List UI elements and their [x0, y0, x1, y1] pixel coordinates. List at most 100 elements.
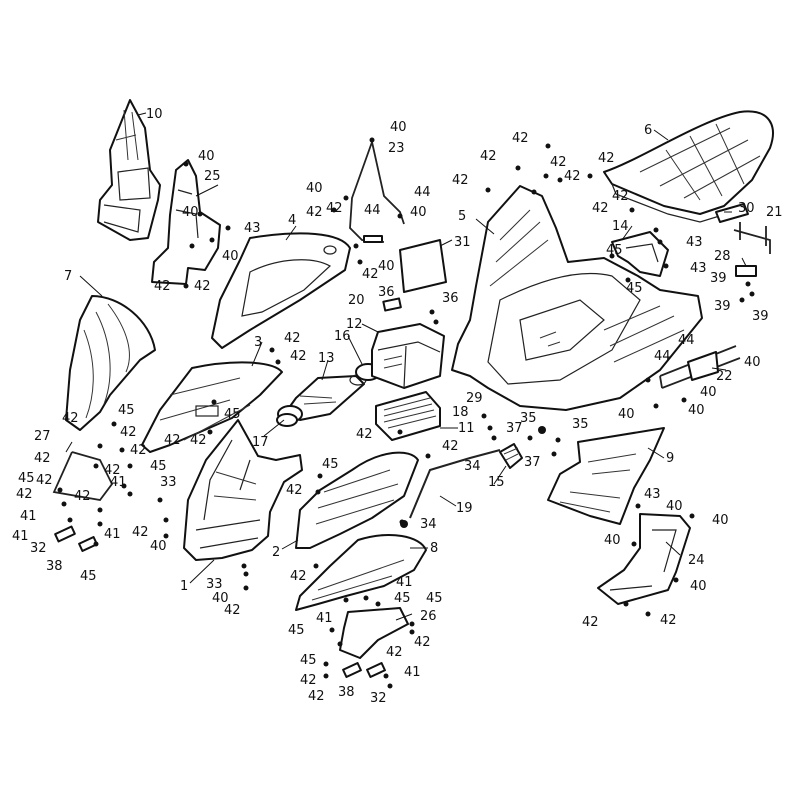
callout-42-f: 42 — [452, 173, 469, 188]
callout-7: 7 — [64, 269, 72, 284]
callout-40-q: 40 — [690, 579, 707, 594]
callout-36-a: 36 — [378, 285, 395, 300]
callout-43-d: 43 — [644, 487, 661, 502]
callout-42-t: 42 — [104, 463, 121, 478]
callout-38-left: 38 — [46, 559, 63, 574]
callout-18: 18 — [452, 405, 469, 420]
callout-21: 21 — [766, 205, 783, 220]
part-22-rod-bracket — [659, 345, 741, 389]
callout-45-g: 45 — [80, 569, 97, 584]
callout-40-h: 40 — [744, 355, 761, 370]
callout-43-a: 43 — [244, 221, 261, 236]
callout-13: 13 — [318, 351, 335, 366]
callout-29: 29 — [466, 391, 483, 406]
callout-45-b: 45 — [626, 281, 643, 296]
callout-45-l: 45 — [300, 653, 317, 668]
leader-lines — [65, 112, 747, 621]
callout-42-l: 42 — [194, 279, 211, 294]
callout-19: 19 — [456, 501, 473, 516]
callout-42-ad: 42 — [386, 645, 403, 660]
callout-30: 30 — [738, 201, 755, 216]
callout-42-af: 42 — [308, 689, 325, 704]
callout-40-g: 40 — [378, 259, 395, 274]
callout-10: 10 — [146, 107, 163, 122]
callout-1: 1 — [180, 579, 188, 594]
callout-42-i: 42 — [306, 205, 323, 220]
fasteners-layer — [57, 137, 755, 689]
callout-32-bottom: 32 — [370, 691, 387, 706]
callout-42-d: 42 — [598, 151, 615, 166]
part-25-bracket — [151, 159, 221, 285]
callout-35-a: 35 — [520, 411, 537, 426]
callout-42-aa: 42 — [290, 569, 307, 584]
callout-40-f: 40 — [222, 249, 239, 264]
callout-42-u: 42 — [16, 487, 33, 502]
callout-39-a: 39 — [710, 271, 727, 286]
callout-40-l: 40 — [150, 539, 167, 554]
callout-8: 8 — [430, 541, 438, 556]
callout-42-w: 42 — [132, 525, 149, 540]
callout-41-e: 41 — [396, 575, 413, 590]
callout-40-j: 40 — [618, 407, 635, 422]
callout-40-d: 40 — [182, 205, 199, 220]
callout-16: 16 — [334, 329, 351, 344]
callout-36-b: 36 — [442, 291, 459, 306]
callout-42-j: 42 — [362, 267, 379, 282]
callout-44-c: 44 — [678, 333, 695, 348]
part-4-front-cover — [211, 232, 351, 349]
callout-41-f: 41 — [316, 611, 333, 626]
callout-42-ah: 42 — [660, 613, 677, 628]
callout-43-b: 43 — [686, 235, 703, 250]
callout-42-r: 42 — [190, 433, 207, 448]
callout-40-e: 40 — [410, 205, 427, 220]
callout-2: 2 — [272, 545, 280, 560]
callout-42-ac: 42 — [414, 635, 431, 650]
callout-45-h: 45 — [322, 457, 339, 472]
callout-45-j: 45 — [426, 591, 443, 606]
callout-45-c: 45 — [118, 403, 135, 418]
callout-42-ae: 42 — [300, 673, 317, 688]
callout-44-a: 44 — [414, 185, 431, 200]
callout-42-g: 42 — [612, 189, 629, 204]
callout-42-q: 42 — [164, 433, 181, 448]
part-14-bracket — [611, 231, 669, 277]
callout-40-n: 40 — [666, 499, 683, 514]
part-21-u-latch — [733, 222, 771, 254]
part-31-plate — [399, 239, 447, 293]
callout-42-o: 42 — [62, 411, 79, 426]
part-38-clip-left — [78, 535, 98, 553]
callout-44-d: 44 — [654, 349, 671, 364]
callout-37-a: 37 — [506, 421, 523, 436]
part-26-lower-bracket — [339, 607, 409, 659]
part-38-clip-bottom — [342, 661, 362, 679]
callout-40-m: 40 — [212, 591, 229, 606]
callout-41-b: 41 — [20, 509, 37, 524]
callout-42-h: 42 — [592, 201, 609, 216]
callout-11: 11 — [458, 421, 475, 436]
part-11-air-filter — [375, 391, 441, 441]
part-17-clamp-ring — [276, 413, 298, 427]
callout-31: 31 — [454, 235, 471, 250]
callout-35-b: 35 — [572, 417, 589, 432]
callout-42-ak: 42 — [326, 201, 343, 216]
callout-25: 25 — [204, 169, 221, 184]
callout-45-e: 45 — [150, 459, 167, 474]
part-3-side-cover — [141, 361, 283, 453]
callout-4: 4 — [288, 213, 296, 228]
part-20-block — [382, 297, 402, 312]
callout-42-a: 42 — [512, 131, 529, 146]
callout-45-i: 45 — [394, 591, 411, 606]
callout-labels: 10 7 4 3 1 2 5 6 8 9 31 12 13 16 20 17 1… — [12, 107, 783, 706]
callout-42-s: 42 — [34, 451, 51, 466]
callout-24: 24 — [688, 553, 705, 568]
callout-45-a: 45 — [606, 243, 623, 258]
part-7-front-fender — [65, 295, 156, 431]
callout-14: 14 — [612, 219, 629, 234]
callout-42-n: 42 — [290, 349, 307, 364]
part-28-small-plate — [735, 265, 757, 277]
parts-layer — [52, 99, 774, 679]
callout-6: 6 — [644, 123, 652, 138]
callout-41-g: 41 — [404, 665, 421, 680]
callout-12: 12 — [346, 317, 363, 332]
